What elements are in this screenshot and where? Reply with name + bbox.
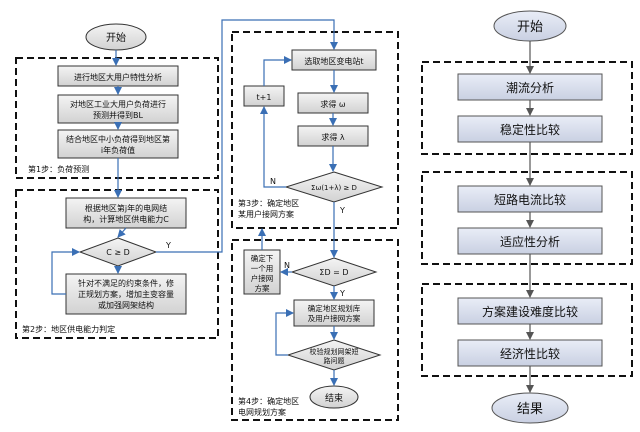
combine-text-2: i年负荷值 [101,145,135,155]
forecast-text-1: 对地区工业大用户负荷进行 [70,99,166,109]
step3-container [231,31,399,229]
get-lambda-text: 求得 λ [321,132,345,142]
right-end-node [491,392,569,424]
combine-box [57,129,179,159]
step4-label-2: 电网规划方案 [238,407,286,417]
verify-text-1: 校验规划网架短 [310,347,359,356]
group1-container [421,61,633,155]
fix-plan-text-2: 正规划方案，增加主变容量 [78,289,174,299]
sum-decision-text: ΣD = D [319,268,348,277]
stability-text: 稳定性比较 [500,122,560,137]
economy-text: 经济性比较 [500,346,560,361]
fix-plan-text-1: 针对不满足的约束条件，修 [78,278,174,288]
t-increment-text: t+1 [257,93,272,102]
capacity-text-1: 根据地区第j年的电网结 [85,203,167,213]
get-omega-text: 求得 ω [320,99,346,109]
capacity-text-2: 构，计算地区供电能力C [83,214,169,224]
right-start-label: 开始 [517,20,543,35]
left-start-label: 开始 [106,31,126,44]
select-station-text: 选取地区变电站t [304,56,363,66]
left-connectors [51,19,338,386]
demand-decision-no: N [270,177,276,186]
group2-container [421,171,633,265]
adaptability-box [457,227,603,255]
confirm-plan-text-2: 及用户接网方案 [308,313,361,323]
next-user-box [243,249,281,295]
confirm-plan-box [293,299,375,327]
demand-decision-text: Σω(1+λ) ≥ D [311,184,357,192]
fix-plan-text-3: 或加强网架结构 [98,300,154,310]
stability-box [457,115,603,143]
step3-label-2: 某用户接网方案 [238,209,294,219]
step3-label-1: 第3步：确定地区 [238,198,299,208]
left-end-label: 结束 [325,392,343,404]
analyze-user-text: 进行地区大用户特性分析 [74,72,162,82]
combine-text-1: 结合地区中小负荷得到地区第 [66,134,170,144]
step4-container [231,239,399,421]
confirm-plan-text-1: 确定地区规划库 [308,303,361,313]
sum-decision-no: N [284,261,290,270]
group3-container [421,283,633,377]
forecast-text-2: 预测并得到BL [93,110,143,120]
next-user-text-4: 方案 [255,283,270,293]
step1-label: 第1步：负荷预测 [28,164,89,174]
verify-text-2: 路问题 [324,356,345,365]
sum-decision-yes: Y [339,289,345,298]
next-user-text-3: 户接网 [251,273,274,283]
left-end-node [309,385,359,409]
difficulty-text: 方案建设难度比较 [482,304,578,319]
step4-label-1: 第4步：确定地区 [238,396,299,406]
step2-label: 第2步：地区供电能力判定 [22,324,115,334]
forecast-box [57,94,179,124]
economy-box [457,339,603,367]
difficulty-box [457,297,603,325]
power-flow-text: 潮流分析 [506,80,554,95]
short-circuit-text: 短路电流比较 [494,192,566,207]
next-user-text-1: 确定下 [251,253,274,263]
capacity-decision-yes: Y [165,241,171,250]
demand-decision-yes: Y [339,206,345,215]
next-user-text-2: 一个用 [251,264,274,273]
right-end-label: 结果 [517,402,543,417]
capacity-decision-text: C ≥ D [106,248,130,257]
adaptability-text: 适应性分析 [500,234,560,249]
